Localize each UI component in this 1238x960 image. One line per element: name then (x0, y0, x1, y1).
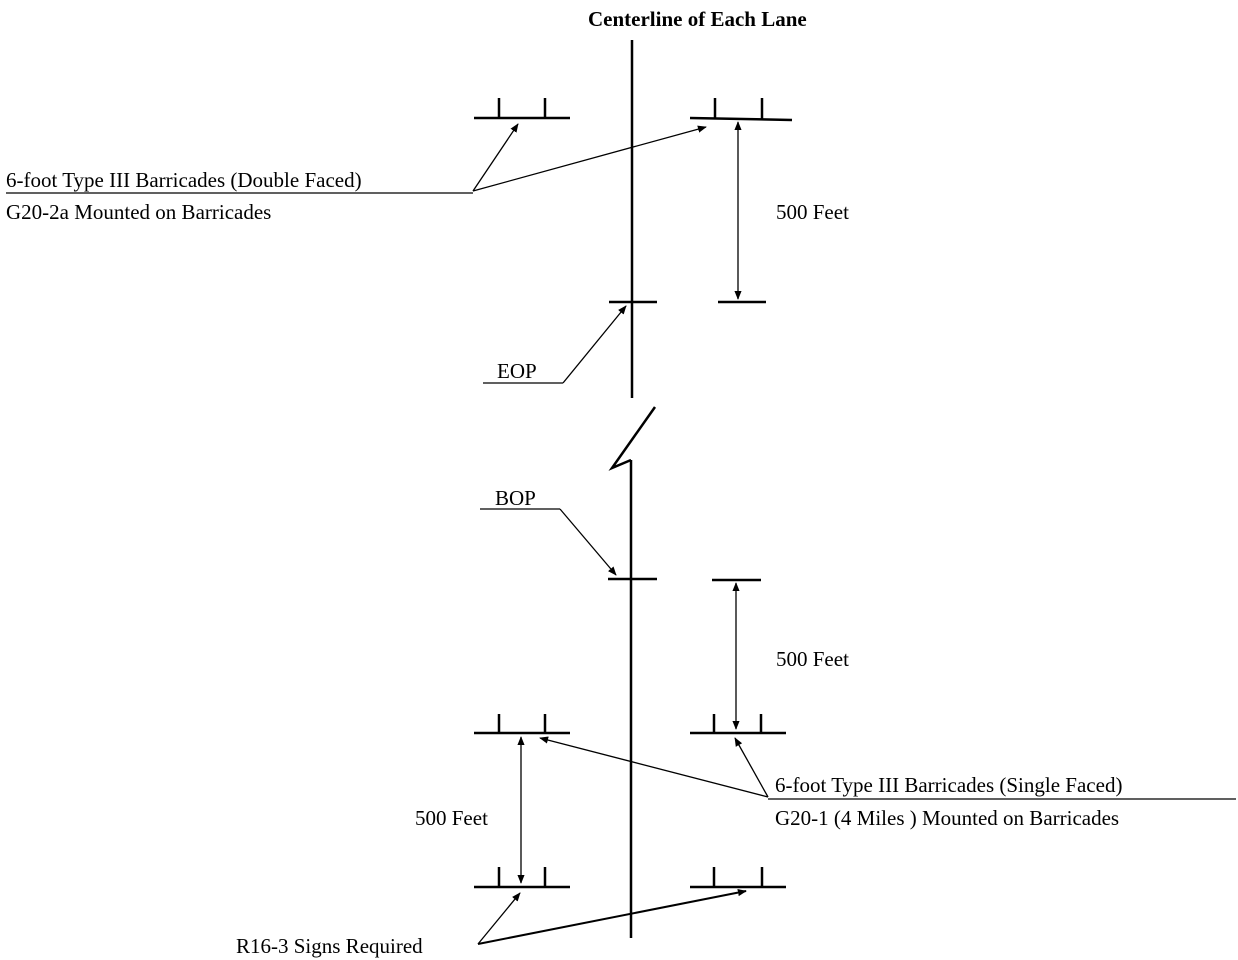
leader-arrow-eop (562, 305, 627, 384)
leader-arrow-double-to-right (472, 125, 707, 192)
label-double-faced-barricades: 6-foot Type III Barricades (Double Faced… (6, 168, 362, 192)
barricade-bottom-left (474, 867, 570, 889)
label-g20-1-mounted: G20-1 (4 Miles ) Mounted on Barricades (775, 806, 1120, 830)
leader-arrow-double-to-left (472, 123, 519, 192)
leader-arrow-r16-to-right (477, 889, 747, 945)
label-r16-3-signs: R16-3 Signs Required (236, 934, 423, 958)
leader-arrow-bop (559, 508, 617, 576)
leader-arrow-r16-to-left (477, 892, 521, 945)
leader-arrow-single-to-left (539, 736, 769, 798)
diagram-title: Centerline of Each Lane (588, 7, 807, 31)
barricade-bottom-right (690, 867, 786, 889)
label-distance-top: 500 Feet (776, 200, 849, 224)
label-distance-bottom: 500 Feet (415, 806, 488, 830)
barricade-top-left (474, 98, 570, 120)
label-distance-middle: 500 Feet (776, 647, 849, 671)
label-g20-2a-mounted: G20-2a Mounted on Barricades (6, 200, 272, 224)
label-bop: BOP (495, 486, 536, 510)
label-eop: EOP (497, 359, 537, 383)
leader-arrow-single-to-right (734, 737, 769, 798)
label-single-faced-barricades: 6-foot Type III Barricades (Single Faced… (775, 773, 1123, 797)
centerline-break (608, 406, 657, 471)
barricade-middle-right (690, 714, 786, 735)
barricade-top-right (689, 98, 793, 122)
barricade-middle-left (474, 714, 570, 735)
